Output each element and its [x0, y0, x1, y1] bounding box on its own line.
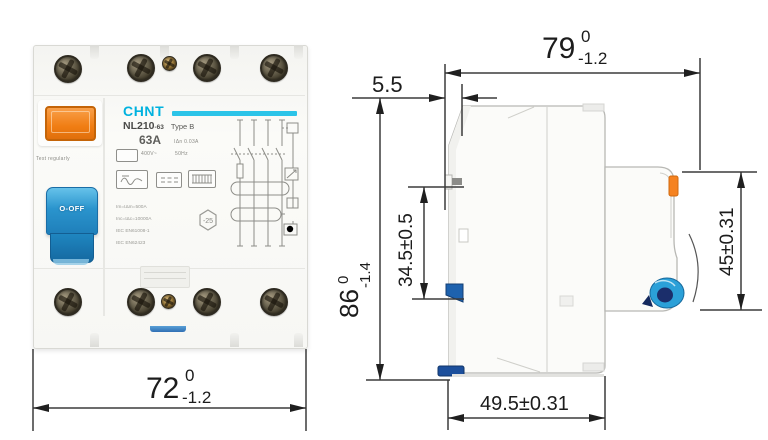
dim-tol-lower: -1.2: [182, 388, 211, 407]
test-button-side: [668, 175, 679, 197]
terminal-screw: [193, 288, 221, 316]
dim-value: 86: [334, 289, 364, 318]
spec-line: IEC EN61008-1: [116, 229, 150, 234]
top-notch: [294, 45, 303, 59]
lever-label: O-OFF: [59, 204, 85, 213]
current-rating: 63A: [139, 133, 162, 147]
dim-base-depth: 49.5±0.31: [447, 376, 606, 430]
switch-symbol-icon: [116, 149, 138, 162]
brand-logo: CHNT: [123, 103, 165, 119]
din-claw: [444, 174, 453, 190]
dim-tol-upper: 0: [581, 27, 590, 46]
lever-lip: [53, 259, 89, 265]
terminal-screw: [127, 54, 155, 82]
rccb-side-view: [437, 103, 699, 377]
fixing-screw: [162, 56, 177, 71]
test-note: Test regularly: [36, 156, 70, 162]
dim-value: 45±0.31: [717, 207, 738, 276]
dc-symbol-icon: [156, 172, 182, 188]
terminal-screw: [193, 54, 221, 82]
dim-front-face-height: 45±0.31: [682, 171, 762, 311]
dim-tol-upper: 0: [335, 276, 352, 284]
wiring-diagram: [230, 119, 299, 247]
terminal-screw: [260, 54, 288, 82]
spec-line: Inc=IΔc=10000A: [116, 217, 152, 222]
terminal-screw: [127, 288, 155, 316]
model-size: -63: [154, 124, 164, 131]
dim-total-depth: 79 0 -1.2: [444, 27, 701, 210]
terminal-screw: [54, 288, 82, 316]
bottom-notch: [294, 333, 303, 347]
dim-value: 72: [146, 372, 179, 405]
dim-value: 79: [542, 32, 575, 65]
spec-line: Im=IΔm=500A: [116, 205, 147, 210]
lever-knob-side: [649, 277, 685, 309]
dim-value: 34.5±0.5: [396, 213, 417, 287]
top-notch: [90, 45, 99, 59]
bottom-notch: [230, 333, 239, 347]
din-clip[interactable]: [150, 326, 186, 332]
spec-line: IEC EN62423: [116, 241, 146, 246]
top-notch: [160, 45, 169, 59]
din-clip-side: [445, 283, 464, 303]
grid-symbol-icon: [188, 170, 216, 188]
din-release-recess: [140, 266, 190, 288]
bottom-notch: [90, 333, 99, 347]
dim-value: 49.5±0.31: [480, 393, 569, 415]
model-number: NL210: [123, 120, 155, 132]
brand-bar: [172, 111, 297, 116]
type-class: Type B: [170, 122, 195, 131]
voltage: 400V~: [141, 151, 158, 157]
lever-swing-arc: [688, 233, 699, 303]
toggle-lever-lower[interactable]: [50, 233, 94, 263]
dim-total-height: 86 0 -1.4: [334, 98, 450, 381]
din-clip-tab: [437, 365, 465, 377]
toggle-lever[interactable]: O-OFF: [46, 187, 98, 235]
dim-value: 5.5: [372, 72, 403, 97]
frequency: 50Hz: [175, 151, 188, 157]
terminal-screw: [54, 55, 82, 83]
terminal-screw: [260, 288, 288, 316]
case-seam: [34, 95, 305, 96]
dim-tol-lower: -1.2: [578, 49, 607, 68]
dim-front-width: 72 0 -1.2: [32, 349, 307, 431]
dim-tol-lower: -1.4: [357, 262, 374, 288]
dim-rail-window: 34.5±0.5: [396, 186, 464, 300]
dim-rail-offset: 5.5: [352, 72, 497, 136]
low-temp-icon: -25: [196, 208, 220, 232]
temp-rating: -25: [203, 218, 213, 225]
pole-groove: [103, 98, 105, 316]
test-button[interactable]: [45, 106, 96, 141]
waveform-icon: [116, 170, 148, 189]
dim-tol-upper: 0: [185, 366, 194, 385]
top-notch: [230, 45, 239, 59]
residual-current: IΔn 0.03A: [174, 139, 199, 145]
model-line: NL210-63 Type B: [123, 120, 194, 132]
din-claw-detail: [452, 178, 462, 185]
fixing-screw: [161, 294, 176, 309]
